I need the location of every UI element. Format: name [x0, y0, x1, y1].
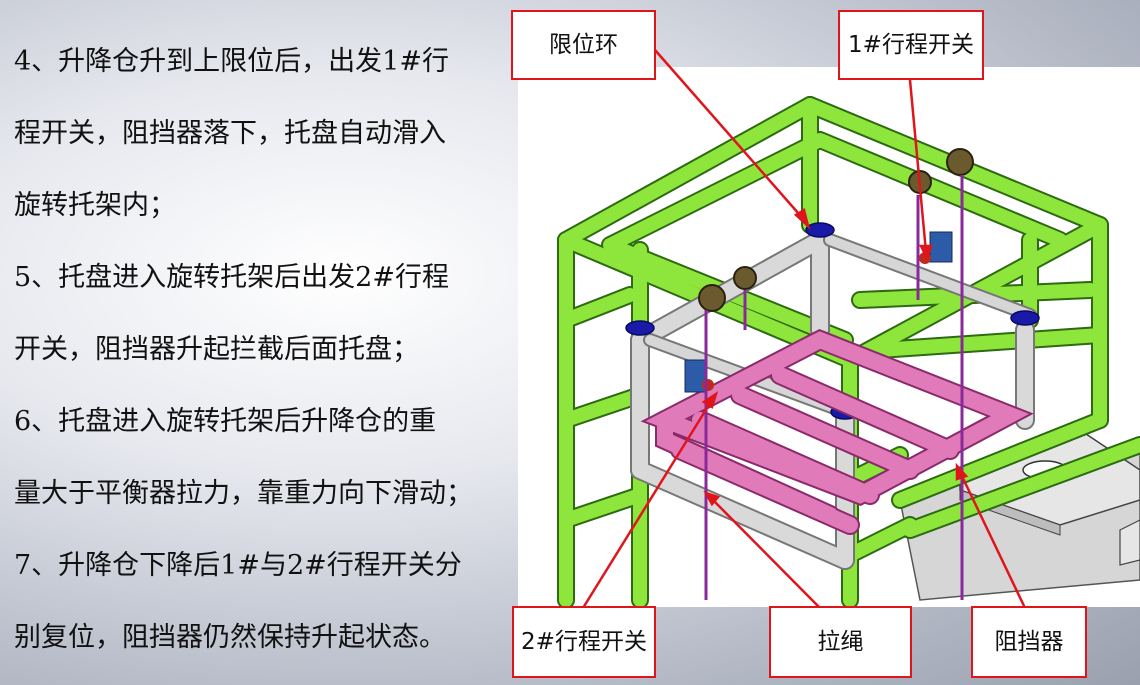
callout-stopper: 阻挡器 — [971, 606, 1087, 678]
step-line: 5、托盘进入旋转托架后出发2#行程 — [14, 262, 449, 293]
lift-cabin — [625, 222, 1040, 570]
rope — [704, 175, 964, 600]
step-line: 开关，阻挡器升起拦截后面托盘； — [14, 334, 419, 365]
step-line: 旋转托架内； — [14, 190, 176, 221]
instruction-text-panel: 4、升降仓升到上限位后，出发1#行 程开关，阻挡器落下，托盘自动滑入 旋转托架内… — [0, 0, 520, 685]
step-line: 4、升降仓升到上限位后，出发1#行 — [14, 46, 449, 77]
step-line: 别复位，阻挡器仍然保持升起状态。 — [14, 622, 446, 653]
step-line: 程开关，阻挡器落下，托盘自动滑入 — [14, 118, 446, 149]
callout-switch1: 1#行程开关 — [838, 10, 984, 80]
step-line: 6、托盘进入旋转托架后升降仓的重 — [14, 406, 437, 437]
rotating-tray — [640, 329, 1034, 535]
step-line: 7、升降仓下降后1#与2#行程开关分 — [14, 550, 462, 581]
callout-limit-ring: 限位环 — [511, 10, 656, 80]
step-line: 量大于平衡器拉力，靠重力向下滑动； — [14, 478, 473, 509]
callout-arrows — [581, 49, 1027, 609]
limit-ring — [625, 222, 1040, 420]
callout-switch2: 2#行程开关 — [512, 606, 656, 678]
callout-rope: 拉绳 — [769, 606, 912, 678]
